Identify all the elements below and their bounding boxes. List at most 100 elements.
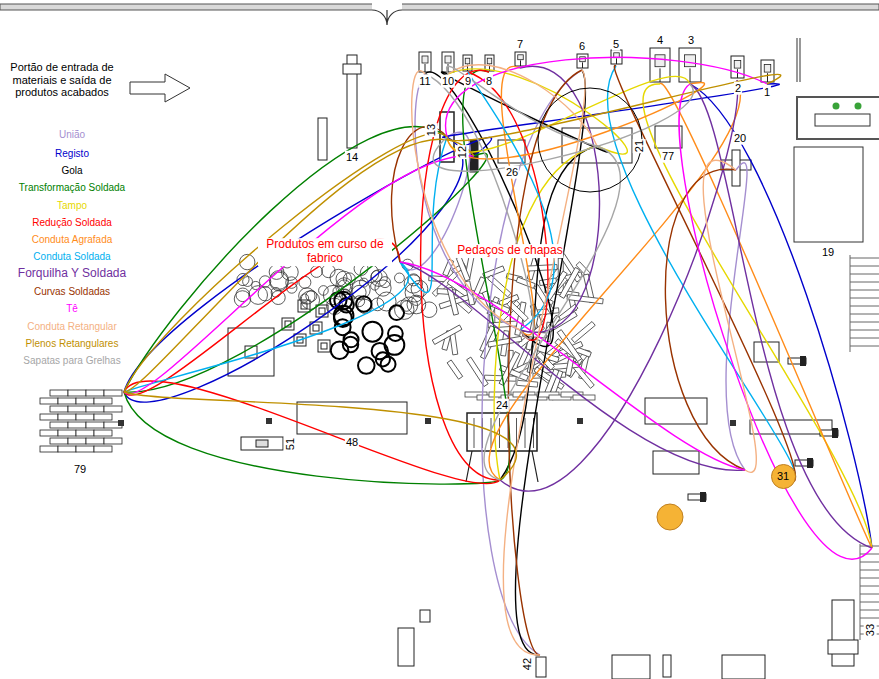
stairs: [860, 586, 879, 587]
machine-symbol: [422, 56, 428, 63]
duct-round: [395, 273, 405, 283]
legend-entry: Curvas Soldadas: [32, 286, 112, 298]
brick-stack: [50, 390, 68, 396]
machine-77: [655, 126, 682, 148]
brick-stack: [58, 398, 76, 404]
stairs: [850, 274, 879, 275]
brick-stack: [50, 438, 68, 444]
callout-number: 24: [495, 399, 509, 412]
duct-round: [377, 292, 396, 311]
callout-number: 12: [456, 145, 469, 159]
stairs: [850, 255, 851, 352]
machine-26: [498, 140, 525, 163]
brick-stack: [104, 438, 122, 444]
workstation: [612, 655, 650, 679]
duct-round: [319, 286, 329, 296]
callout-number: 14: [345, 151, 359, 164]
legend-entry: Conduta Agrafada: [30, 234, 115, 246]
stairs: [850, 338, 879, 339]
duct-round: [270, 271, 289, 290]
flow-line: [124, 137, 492, 392]
machine-symbol: [685, 55, 696, 67]
pillar: [266, 418, 272, 424]
flow-line: [124, 127, 447, 392]
machine-symbol: [465, 58, 470, 64]
sheet-piece: [467, 357, 489, 386]
callout-number: 2: [734, 82, 742, 95]
duct-ring: [358, 357, 375, 374]
brick-stack: [50, 406, 68, 412]
table-24: [525, 418, 526, 448]
machine-symbol: [419, 52, 431, 72]
flow-line: [679, 84, 872, 559]
stairs: [860, 578, 879, 579]
legend-entry: Tampo: [55, 200, 89, 212]
brick-stack: [94, 398, 112, 404]
entry-arrow: [130, 74, 190, 102]
area-19: [794, 147, 863, 242]
flow-line: [503, 70, 585, 655]
machine-symbol: [485, 55, 494, 71]
brick-stack: [86, 438, 104, 444]
flow-line: [425, 72, 553, 347]
machine-symbol: [445, 56, 451, 63]
machine-symbol: [577, 54, 588, 68]
legend-entry: Forquilha Y Soldada: [16, 267, 128, 281]
bench: [645, 398, 707, 424]
callout-number: 77: [661, 150, 675, 163]
callout-number: 7: [516, 38, 524, 51]
stairs: [860, 594, 879, 595]
flow-line: [447, 74, 781, 140]
brick-stack: [68, 422, 86, 428]
wall: [797, 38, 800, 82]
legend-entry: Transformação Soldada: [17, 182, 127, 194]
duct-square: [318, 340, 330, 352]
duct-ring: [381, 357, 396, 372]
stairs: [850, 314, 879, 315]
machine-symbol: [487, 58, 492, 64]
flow-line: [607, 66, 795, 480]
flow-line: [124, 381, 500, 484]
brick-stack: [86, 390, 104, 396]
callout-number: 48: [345, 436, 359, 449]
legend-entry: Tê: [64, 303, 80, 315]
sheet-piece: [571, 322, 595, 343]
duct-ring: [362, 322, 382, 342]
machine-33: [828, 640, 858, 654]
duct-round: [258, 287, 272, 301]
brick-stack: [86, 422, 104, 428]
legend-entry: Registo: [53, 148, 91, 160]
flow-line: [124, 392, 516, 480]
brick-stack: [76, 430, 94, 436]
tool-symbol: [663, 655, 671, 677]
callout-number: 79: [73, 463, 87, 476]
brick-stack: [86, 406, 104, 412]
callout-number: 31: [777, 470, 789, 482]
machine-symbol: [616, 58, 617, 64]
callout-number: 6: [578, 40, 586, 53]
stairs: [860, 562, 879, 563]
tool-symbol: [800, 356, 806, 366]
machine-symbol: [515, 52, 526, 66]
duct-round: [271, 291, 285, 305]
stairs: [850, 290, 879, 291]
legend-entry: Conduta Retangular: [25, 321, 119, 333]
duct-round: [270, 272, 289, 291]
brick-stack: [58, 414, 76, 420]
machine-51: [256, 440, 268, 447]
duct-square: [319, 308, 325, 314]
flow-line: [643, 84, 872, 548]
flow-line: [124, 139, 474, 392]
stairs: [860, 618, 879, 619]
bench-48: [297, 402, 407, 434]
pillar: [118, 420, 124, 426]
machine-symbol: [442, 52, 454, 72]
machine-symbol: [420, 610, 430, 622]
office-desk: [815, 114, 870, 126]
callout-number: 42: [521, 657, 534, 671]
brick-stack: [50, 422, 68, 428]
flow-line: [124, 153, 487, 392]
duct-round: [259, 276, 270, 287]
stairs: [860, 610, 879, 611]
